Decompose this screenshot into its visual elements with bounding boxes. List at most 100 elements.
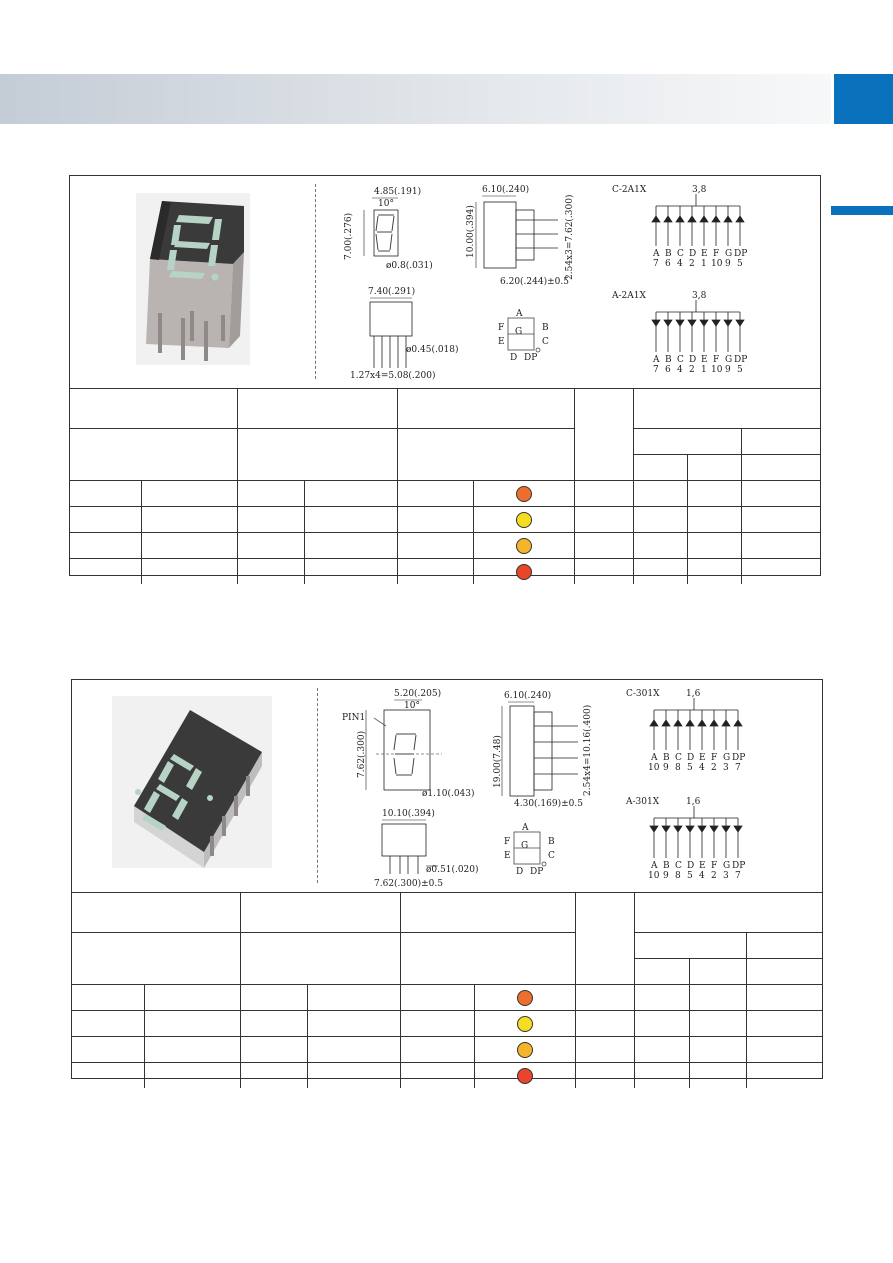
svg-text:6: 6 [665, 365, 671, 375]
header-cell [239, 892, 401, 933]
header-cell [239, 931, 401, 985]
table-row [70, 557, 821, 584]
svg-text:3,8: 3,8 [692, 291, 707, 301]
svg-text:PIN1: PIN1 [342, 713, 365, 723]
led-color-swatch [516, 990, 533, 1006]
header-cell [632, 427, 742, 455]
svg-text:9: 9 [663, 871, 669, 881]
svg-text:A-2A1X: A-2A1X [611, 291, 646, 301]
svg-text:C-301X: C-301X [626, 689, 660, 699]
table-row [70, 479, 821, 507]
svg-text:C-2A1X: C-2A1X [612, 185, 647, 195]
svg-text:F: F [711, 861, 717, 871]
header-cell [632, 388, 821, 429]
svg-text:4.85(.191): 4.85(.191) [374, 186, 421, 197]
seven-segment-display-photo [112, 696, 272, 868]
svg-text:G: G [723, 861, 730, 871]
header-cell [688, 957, 747, 985]
svg-text:7: 7 [653, 259, 659, 269]
header-brand-block [834, 74, 893, 124]
svg-text:2: 2 [689, 365, 695, 375]
svg-text:C: C [677, 355, 684, 365]
svg-text:10.10(.394): 10.10(.394) [382, 808, 435, 819]
figure-area: 5.20(.205) 10° PIN1 7.62(.300) ø1.10(.04… [72, 680, 822, 893]
svg-text:DP: DP [530, 867, 543, 877]
svg-text:ø0.51(.020): ø0.51(.020) [426, 864, 479, 875]
svg-text:E: E [504, 851, 511, 861]
svg-text:7.62(.300)±0.5: 7.62(.300)±0.5 [374, 878, 443, 889]
header-cell [236, 427, 398, 481]
table-row [72, 983, 823, 1011]
svg-text:8: 8 [675, 871, 681, 881]
svg-text:D: D [510, 353, 517, 363]
header-cell [399, 892, 576, 933]
svg-text:2: 2 [711, 871, 717, 881]
led-color-swatch [515, 486, 532, 502]
svg-text:1,6: 1,6 [686, 689, 701, 699]
svg-text:A: A [515, 309, 523, 319]
svg-text:C: C [675, 753, 682, 763]
svg-text:4: 4 [699, 763, 705, 773]
svg-text:D: D [689, 355, 696, 365]
header-cell [633, 931, 747, 959]
svg-text:ø1.10(.043): ø1.10(.043) [422, 788, 475, 799]
led-color-swatch [515, 538, 532, 554]
header-cell [745, 957, 823, 985]
figure-divider [317, 688, 318, 883]
front-view-diagram: 5.20(.205) 10° PIN1 7.62(.300) ø1.10(.04… [342, 688, 475, 799]
svg-text:F: F [713, 249, 719, 259]
svg-text:5: 5 [687, 871, 693, 881]
svg-text:6: 6 [665, 259, 671, 269]
svg-text:A: A [650, 753, 658, 763]
segment-layout-diagram: A F B G E C D DP [498, 309, 549, 363]
svg-text:5.20(.205): 5.20(.205) [394, 688, 441, 699]
svg-text:3: 3 [723, 763, 729, 773]
segment-layout-diagram: A F B G E C D DP [504, 823, 555, 877]
svg-text:E: E [699, 753, 706, 763]
header-cell [396, 427, 575, 481]
svg-text:ø0.8(.031): ø0.8(.031) [386, 260, 433, 271]
header-cell [70, 427, 238, 481]
spec-table [70, 388, 821, 584]
svg-text:F: F [711, 753, 717, 763]
header-cell [633, 453, 688, 481]
svg-text:A: A [650, 861, 658, 871]
svg-text:6.10(.240): 6.10(.240) [482, 184, 529, 195]
svg-text:10: 10 [711, 259, 723, 269]
svg-text:A: A [652, 249, 660, 259]
svg-text:C: C [675, 861, 682, 871]
svg-text:G: G [515, 327, 522, 337]
header-cell [745, 931, 823, 959]
svg-text:5: 5 [737, 259, 743, 269]
led-color-swatch [515, 512, 532, 528]
svg-text:ø0.45(.018): ø0.45(.018) [406, 344, 459, 355]
header-cell [399, 931, 576, 985]
svg-text:10: 10 [711, 365, 723, 375]
svg-text:3,8: 3,8 [692, 185, 707, 195]
bottom-view-diagram: 10.10(.394) ø0.51(.020) 7.62(.300)±0.5 [374, 808, 479, 889]
svg-text:7: 7 [735, 871, 741, 881]
svg-text:10°: 10° [378, 199, 394, 209]
led-color-swatch [516, 1042, 533, 1058]
svg-text:9: 9 [725, 365, 731, 375]
svg-text:9: 9 [725, 259, 731, 269]
header-bar [0, 74, 831, 124]
svg-text:1: 1 [701, 259, 707, 269]
svg-text:F: F [713, 355, 719, 365]
svg-text:7: 7 [653, 365, 659, 375]
svg-text:C: C [677, 249, 684, 259]
bottom-view-diagram: 7.40(.291) ø0.45(.018) 1.27x4=5.08(.200) [350, 286, 459, 381]
svg-text:B: B [548, 837, 555, 847]
svg-text:2: 2 [689, 259, 695, 269]
svg-text:D: D [687, 861, 694, 871]
svg-text:2.54x3=7.62(.300): 2.54x3=7.62(.300) [564, 195, 575, 280]
svg-text:B: B [542, 323, 549, 333]
spec-table [72, 892, 823, 1088]
led-color-swatch [516, 1016, 533, 1032]
header-cell [633, 892, 823, 933]
svg-text:D: D [689, 249, 696, 259]
figure-area: 4.85(.191) 10° 7.00(.276) ø0.8(.031) 6.1… [70, 176, 820, 389]
